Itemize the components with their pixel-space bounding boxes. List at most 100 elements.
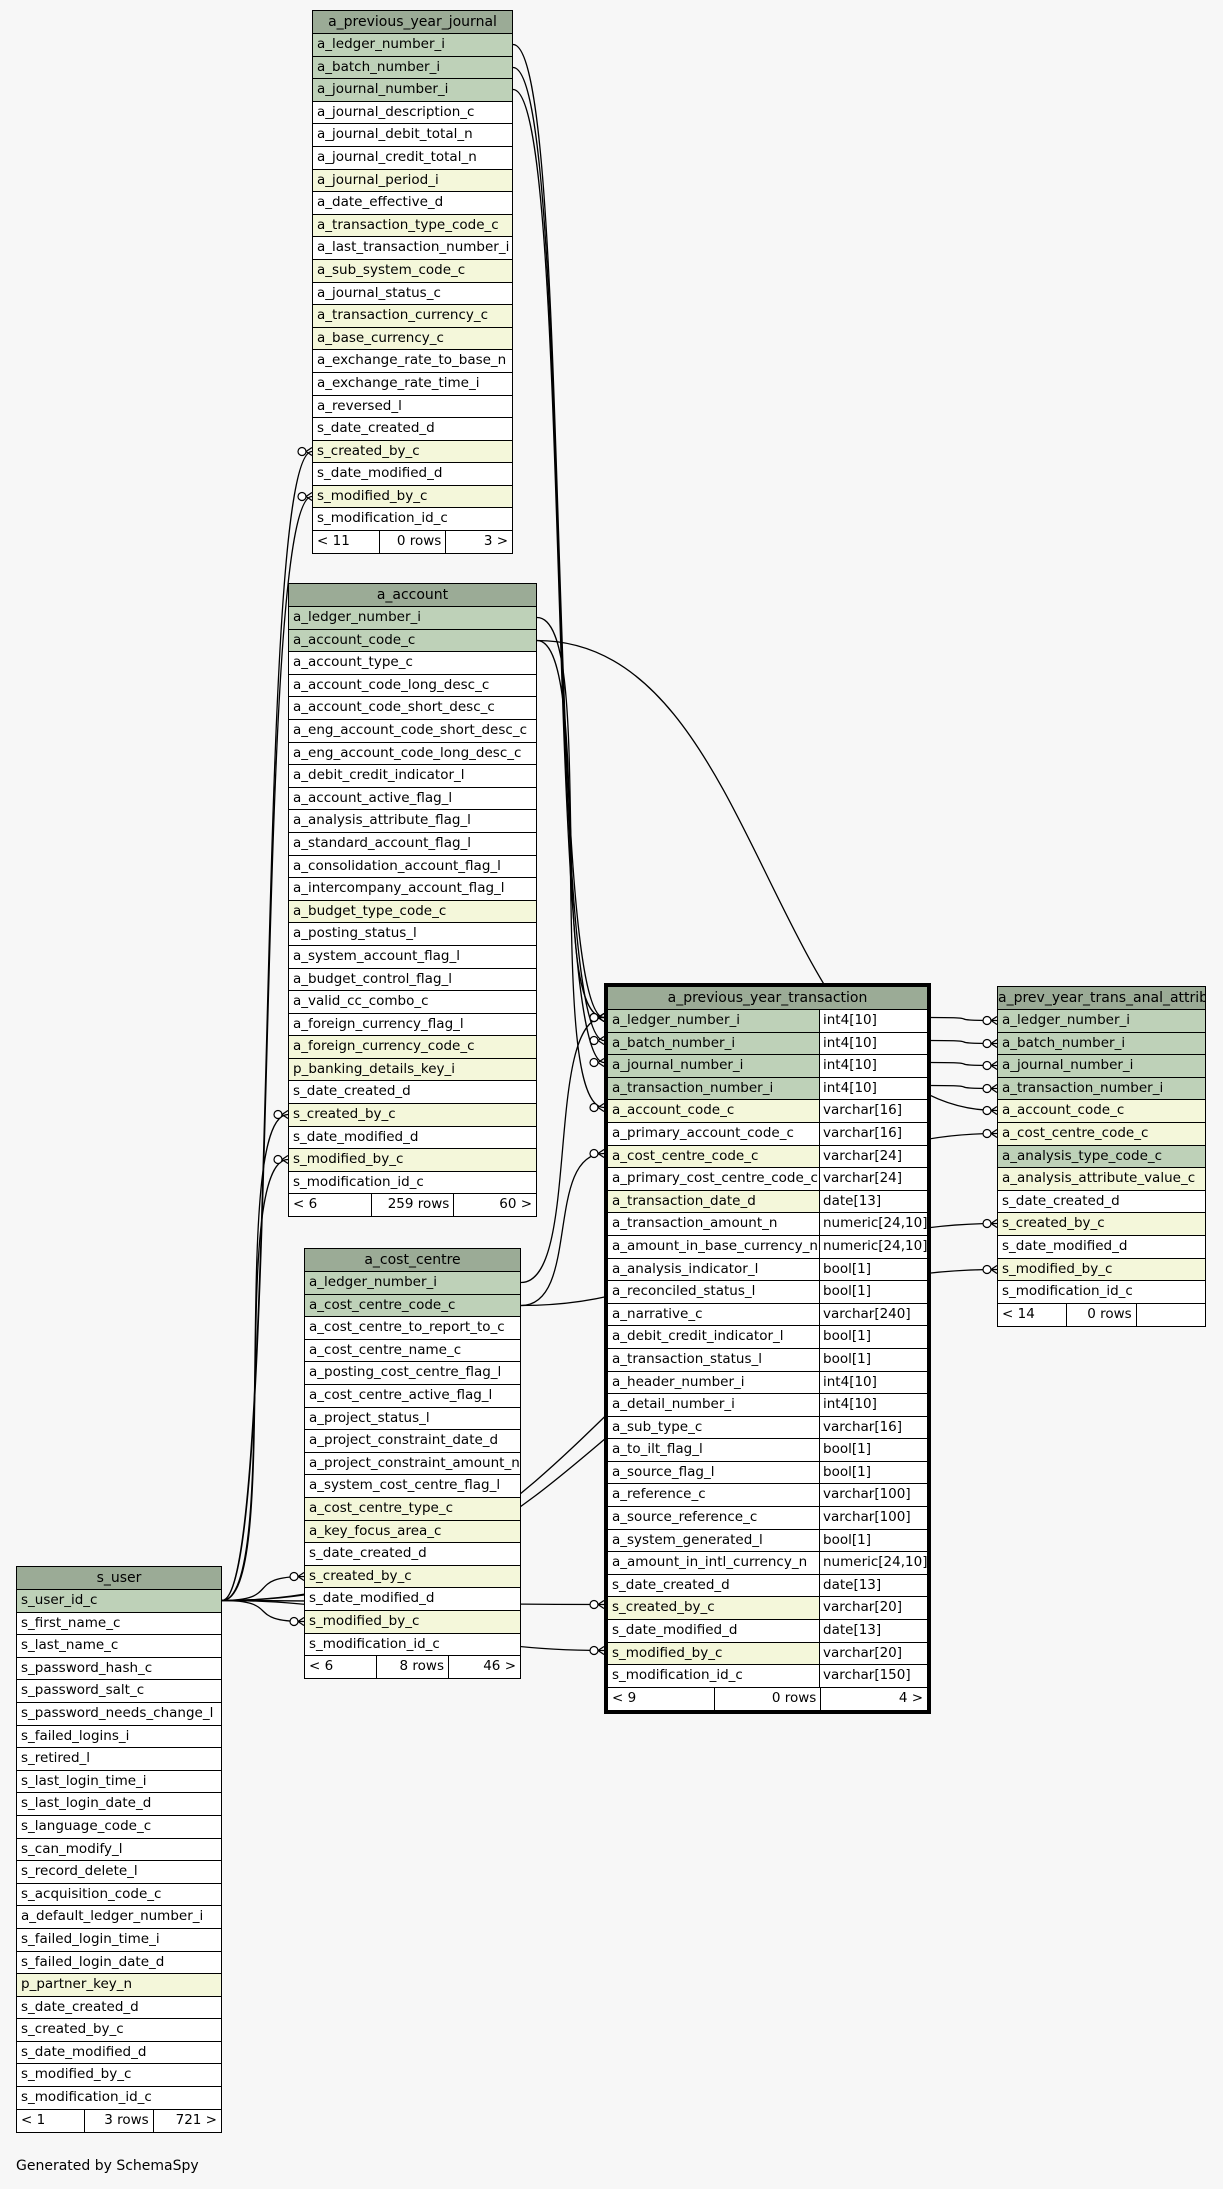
table-row[interactable]: a_journal_number_i	[313, 79, 512, 102]
child-count[interactable]: 3 >	[445, 531, 512, 554]
child-count[interactable]: 46 >	[448, 1656, 520, 1679]
table-row[interactable]: s_created_by_c	[313, 440, 512, 464]
table-row[interactable]: a_journal_status_c	[313, 282, 512, 306]
table-row[interactable]: s_modification_id_c	[305, 1633, 520, 1657]
table-row[interactable]: s_modified_by_c	[17, 2064, 221, 2088]
table-row[interactable]: a_analysis_type_code_c	[998, 1145, 1205, 1169]
table-row[interactable]: s_language_code_c	[17, 1815, 221, 1839]
table-row[interactable]: a_cost_centre_active_flag_l	[305, 1384, 520, 1408]
table-row[interactable]: s_can_modify_l	[17, 1838, 221, 1862]
table-row[interactable]: a_cost_centre_code_c	[305, 1294, 520, 1318]
table-row[interactable]: a_posting_cost_centre_flag_l	[305, 1362, 520, 1385]
table-row[interactable]: a_reversed_l	[313, 395, 512, 419]
table-row[interactable]: a_consolidation_account_flag_l	[289, 855, 536, 879]
table-row[interactable]: s_user_id_c	[17, 1590, 221, 1613]
table-row[interactable]: a_ledger_number_i	[998, 1010, 1205, 1033]
table-row[interactable]: a_account_code_short_desc_c	[289, 697, 536, 720]
child-count[interactable]	[1135, 1303, 1205, 1326]
table-row[interactable]: a_transaction_currency_c	[313, 305, 512, 328]
table-row[interactable]: s_modified_by_c	[998, 1258, 1205, 1282]
table-row[interactable]: a_eng_account_code_short_desc_c	[289, 719, 536, 743]
table-title[interactable]: a_prev_year_trans_anal_attrib	[998, 987, 1205, 1010]
table-row[interactable]: a_last_transaction_number_i	[313, 237, 512, 260]
table-row[interactable]: s_first_name_c	[17, 1612, 221, 1636]
table-row[interactable]: s_last_login_date_d	[17, 1793, 221, 1816]
table-row[interactable]: s_created_by_c	[998, 1213, 1205, 1236]
parent-count[interactable]: < 1	[21, 2111, 46, 2128]
table-row[interactable]: a_journal_credit_total_n	[313, 146, 512, 170]
table-row[interactable]: a_account_code_c	[289, 629, 536, 653]
table-row[interactable]: s_date_modified_d	[313, 463, 512, 486]
table-row[interactable]: a_account_code_c	[998, 1100, 1205, 1123]
table-row[interactable]: s_password_needs_change_l	[17, 1702, 221, 1726]
table-row[interactable]: a_journal_period_i	[313, 169, 512, 193]
table-row[interactable]: a_sub_system_code_c	[313, 259, 512, 283]
table-row[interactable]: a_eng_account_code_long_desc_c	[289, 742, 536, 766]
table-title[interactable]: a_previous_year_transaction	[608, 987, 927, 1010]
parent-count[interactable]: < 9	[612, 1689, 637, 1706]
table-row[interactable]: a_account_type_c	[289, 652, 536, 675]
parent-count[interactable]: < 11	[317, 533, 350, 550]
table-row[interactable]: a_journal_description_c	[313, 101, 512, 125]
table-row[interactable]: a_transaction_type_code_c	[313, 214, 512, 238]
table-row[interactable]: s_modified_by_c	[313, 485, 512, 509]
table-row[interactable]: s_modified_by_c	[289, 1149, 536, 1172]
table-row[interactable]: s_created_by_c	[305, 1565, 520, 1589]
table-row[interactable]: s_retired_l	[17, 1748, 221, 1771]
table-row[interactable]: s_date_created_d	[17, 1996, 221, 2020]
table-row[interactable]: a_project_constraint_amount_n	[305, 1452, 520, 1476]
table-row[interactable]: s_created_by_c	[17, 2019, 221, 2042]
table-row[interactable]: a_analysis_attribute_flag_l	[289, 810, 536, 833]
table-row[interactable]: a_system_cost_centre_flag_l	[305, 1475, 520, 1498]
table-row[interactable]: a_journal_debit_total_n	[313, 124, 512, 147]
table-row[interactable]: a_foreign_currency_flag_l	[289, 1013, 536, 1037]
table-row[interactable]: a_account_active_flag_l	[289, 787, 536, 811]
table-row[interactable]: a_transaction_number_i	[998, 1077, 1205, 1101]
table-row[interactable]: a_batch_number_i	[313, 56, 512, 80]
table-row[interactable]: a_foreign_currency_code_c	[289, 1036, 536, 1059]
table-row[interactable]: a_cost_centre_to_report_to_c	[305, 1317, 520, 1340]
table-row[interactable]: s_date_modified_d	[289, 1126, 536, 1150]
table-row[interactable]: a_journal_number_i	[998, 1055, 1205, 1078]
table-title[interactable]: a_cost_centre	[305, 1249, 520, 1272]
table-row[interactable]: s_date_created_d	[289, 1081, 536, 1105]
parent-count[interactable]: < 14	[1002, 1305, 1035, 1322]
table-row[interactable]: s_record_delete_l	[17, 1861, 221, 1884]
table-row[interactable]: s_last_name_c	[17, 1635, 221, 1658]
table-title[interactable]: a_previous_year_journal	[313, 11, 512, 34]
table-row[interactable]: a_exchange_rate_time_i	[313, 372, 512, 396]
table-row[interactable]: a_base_currency_c	[313, 327, 512, 351]
table-row[interactable]: a_intercompany_account_flag_l	[289, 878, 536, 901]
table-row[interactable]: a_cost_centre_name_c	[305, 1339, 520, 1363]
table-row[interactable]: s_modification_id_c	[289, 1171, 536, 1195]
child-count[interactable]: 4 >	[820, 1687, 927, 1710]
table-title[interactable]: s_user	[17, 1567, 221, 1590]
table-row[interactable]: a_system_account_flag_l	[289, 945, 536, 969]
table-row[interactable]: s_date_created_d	[998, 1190, 1205, 1214]
table-row[interactable]: s_failed_login_date_d	[17, 1951, 221, 1975]
table-row[interactable]: a_standard_account_flag_l	[289, 832, 536, 856]
table-row[interactable]: a_account_code_long_desc_c	[289, 674, 536, 698]
table-row[interactable]: a_date_effective_d	[313, 192, 512, 215]
